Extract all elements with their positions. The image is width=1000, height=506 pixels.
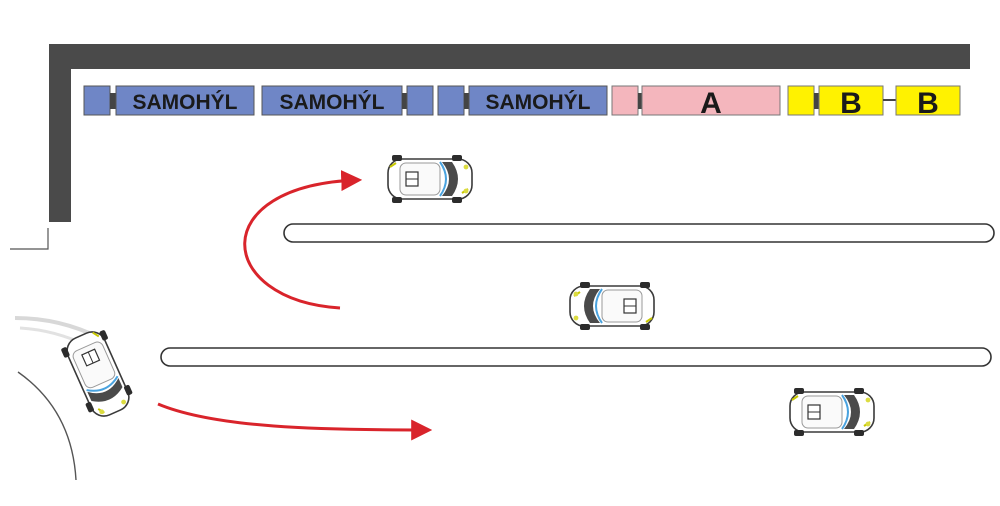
banner-connector (110, 93, 116, 109)
banner-pink-small (611, 85, 639, 116)
banner-yellow-small (787, 85, 815, 116)
banner-samohyl-2-label: SAMOHÝL (280, 90, 385, 114)
rally-car-icon (569, 281, 655, 331)
banner-blue-small-1 (83, 85, 111, 116)
banner-blue-small-3 (437, 85, 465, 116)
rally-car-icon (789, 387, 875, 437)
sponsor-banner-strip: SAMOHÝL SAMOHÝL SAMOHÝL A B B (83, 85, 961, 120)
banner-samohyl-2 (261, 85, 403, 116)
banner-b-1 (818, 85, 884, 116)
red-curved-arrow-icon (243, 170, 363, 310)
banner-samohyl-3-label: SAMOHÝL (486, 90, 591, 114)
corner-line (10, 228, 49, 250)
track-curve-edge (17, 371, 77, 481)
banner-connector (638, 93, 642, 109)
banner-samohyl-3 (468, 85, 608, 116)
lane-separator-lower (160, 347, 992, 367)
rally-car-icon (387, 154, 473, 204)
rally-car-icon (57, 324, 139, 424)
barrier-wall (49, 44, 970, 222)
banner-b-1-label: B (840, 87, 862, 120)
banner-b-2-label: B (917, 87, 939, 120)
banner-a-label: A (700, 87, 722, 120)
red-curved-arrow-icon (157, 402, 433, 441)
banner-samohyl-1 (115, 85, 255, 116)
banner-samohyl-1-label: SAMOHÝL (133, 90, 238, 114)
banner-connector (464, 93, 469, 109)
banner-a (641, 85, 781, 116)
banner-b-2 (895, 85, 961, 116)
lane-separator-upper (283, 223, 995, 243)
banner-blue-small-2 (406, 85, 434, 116)
banner-connector (402, 93, 407, 109)
banner-connector (814, 93, 819, 109)
